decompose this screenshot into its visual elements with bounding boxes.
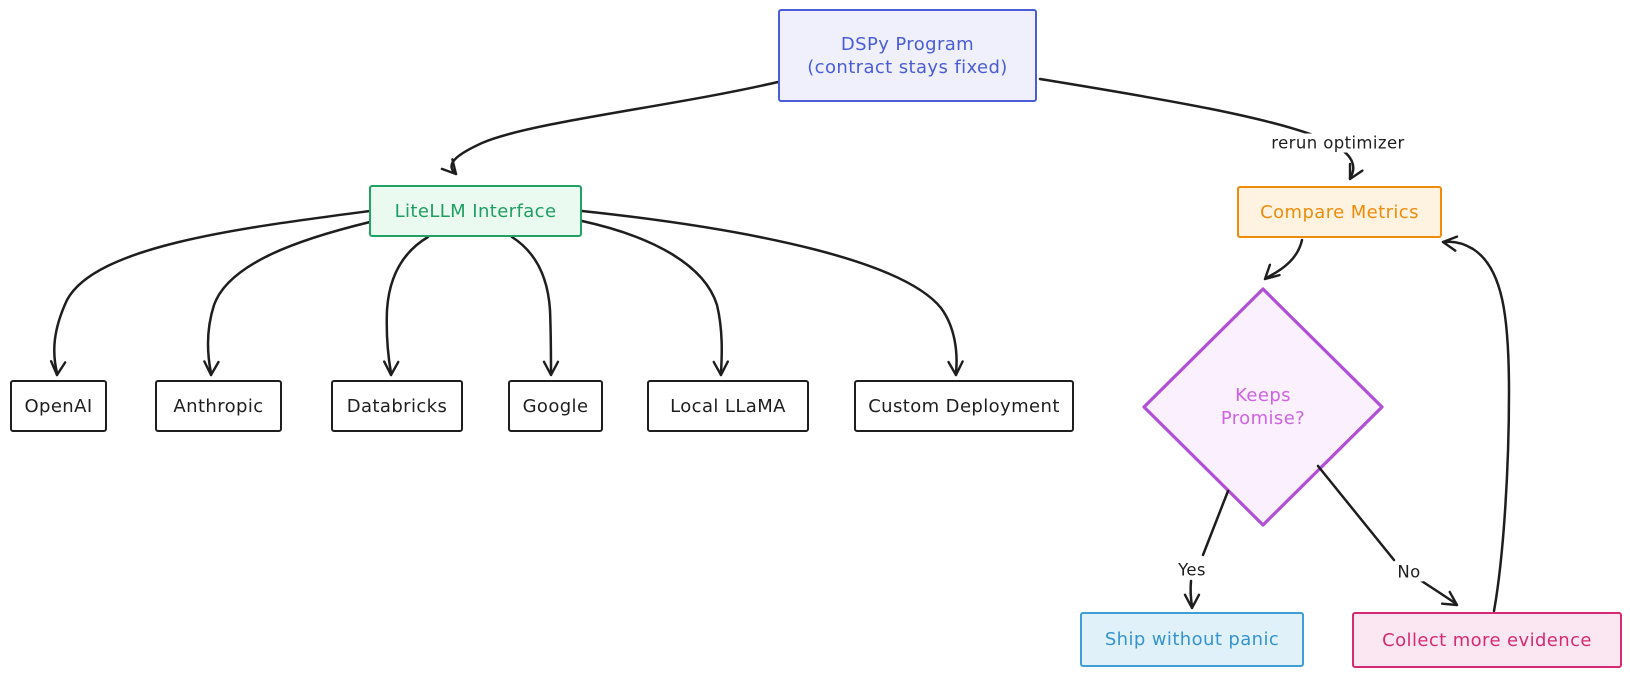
databricks-line-0: Databricks — [346, 395, 448, 417]
arrowhead-litellm-to-databricks-0 — [389, 360, 400, 377]
collect-more-evidence-line-0: Collect more evidence — [1382, 629, 1592, 651]
arrowhead-litellm-to-openai-1 — [49, 360, 59, 377]
compare-metrics-node: Compare Metrics — [1237, 186, 1442, 238]
edge-label-no: No — [1394, 562, 1424, 582]
arrow-litellm-to-google — [510, 235, 553, 375]
arrowhead-litellm-to-anthropic-1 — [203, 360, 213, 377]
edge-label-yes: Yes — [1175, 560, 1209, 580]
arrow-litellm-to-openai — [53, 209, 372, 375]
arrow-diamond-to-no — [1316, 464, 1396, 562]
dspy-program-node: DSPy Program(contract stays fixed) — [778, 9, 1037, 102]
arrow-litellm-to-custom — [580, 209, 958, 375]
arrowhead-litellm-to-anthropic-0 — [209, 360, 220, 377]
arrowhead-collect-to-compare-1 — [1441, 235, 1459, 244]
anthropic-node: Anthropic — [155, 380, 282, 432]
arrowhead-litellm-to-databricks-1 — [383, 360, 393, 377]
keeps-promise-diamond — [1142, 287, 1384, 527]
arrow-litellm-to-databricks — [385, 235, 430, 375]
custom-deployment-line-0: Custom Deployment — [868, 395, 1060, 417]
arrowhead-litellm-to-openai-0 — [55, 361, 67, 377]
databricks-node: Databricks — [331, 380, 463, 432]
compare-metrics-line-0: Compare Metrics — [1260, 201, 1419, 223]
arrowhead-dspy-to-litellm-1 — [440, 167, 458, 176]
google-line-0: Google — [522, 395, 589, 417]
local-llama-node: Local LLaMA — [647, 380, 809, 432]
litellm-interface-line-0: LiteLLM Interface — [394, 200, 557, 222]
arrowhead-dspy-to-litellm-0 — [451, 158, 458, 176]
arrowhead-collect-to-compare-0 — [1441, 240, 1457, 252]
arrowhead-litellm-to-google-0 — [549, 360, 560, 377]
arrow-no-to-collect — [1418, 578, 1457, 605]
litellm-interface-node: LiteLLM Interface — [369, 185, 582, 237]
edge-label-rerun-optimizer: rerun optimizer — [1268, 133, 1408, 153]
arrow-dspy-to-litellm — [450, 80, 780, 174]
ship-without-panic-line-0: Ship without panic — [1104, 629, 1280, 650]
dspy-program-line-1: (contract stays fixed) — [807, 56, 1008, 78]
arrow-diamond-to-yes — [1201, 489, 1230, 557]
custom-deployment-node: Custom Deployment — [854, 380, 1074, 432]
arrowhead-compare-to-diamond-1 — [1263, 263, 1272, 281]
arrowhead-litellm-to-custom-1 — [947, 360, 958, 377]
arrow-compare-to-diamond — [1264, 238, 1304, 280]
arrowhead-compare-to-diamond-0 — [1263, 273, 1281, 281]
google-node: Google — [508, 380, 603, 432]
arrowhead-yes-to-ship-1 — [1183, 593, 1194, 610]
anthropic-line-0: Anthropic — [173, 395, 264, 417]
arrow-litellm-to-anthropic — [206, 220, 372, 375]
keeps-promise-line-0: Keeps — [1235, 385, 1291, 406]
arrow-litellm-to-local-llama — [580, 219, 723, 375]
arrowhead-litellm-to-local-llama-0 — [719, 360, 729, 377]
arrowhead-litellm-to-google-1 — [542, 360, 553, 377]
dspy-program-line-0: DSPy Program — [840, 33, 975, 55]
keeps-promise-line-1: Promise? — [1220, 408, 1306, 429]
arrow-yes-to-ship — [1189, 579, 1194, 608]
arrow-collect-to-compare — [1443, 240, 1511, 613]
arrowhead-no-to-collect-0 — [1448, 590, 1459, 607]
arrowhead-dspy-to-compare-0 — [1348, 169, 1364, 181]
arrowhead-yes-to-ship-0 — [1190, 593, 1201, 610]
openai-line-0: OpenAI — [24, 395, 93, 417]
local-llama-line-0: Local LLaMA — [670, 395, 786, 417]
arrow-dspy-to-compare — [1038, 77, 1355, 180]
collect-more-evidence-node: Collect more evidence — [1352, 612, 1622, 668]
arrowhead-no-to-collect-1 — [1440, 602, 1459, 607]
ship-without-panic-node: Ship without panic — [1080, 612, 1304, 667]
openai-node: OpenAI — [10, 380, 107, 432]
arrowhead-litellm-to-local-llama-1 — [712, 360, 723, 377]
arrowhead-litellm-to-custom-0 — [954, 360, 964, 377]
